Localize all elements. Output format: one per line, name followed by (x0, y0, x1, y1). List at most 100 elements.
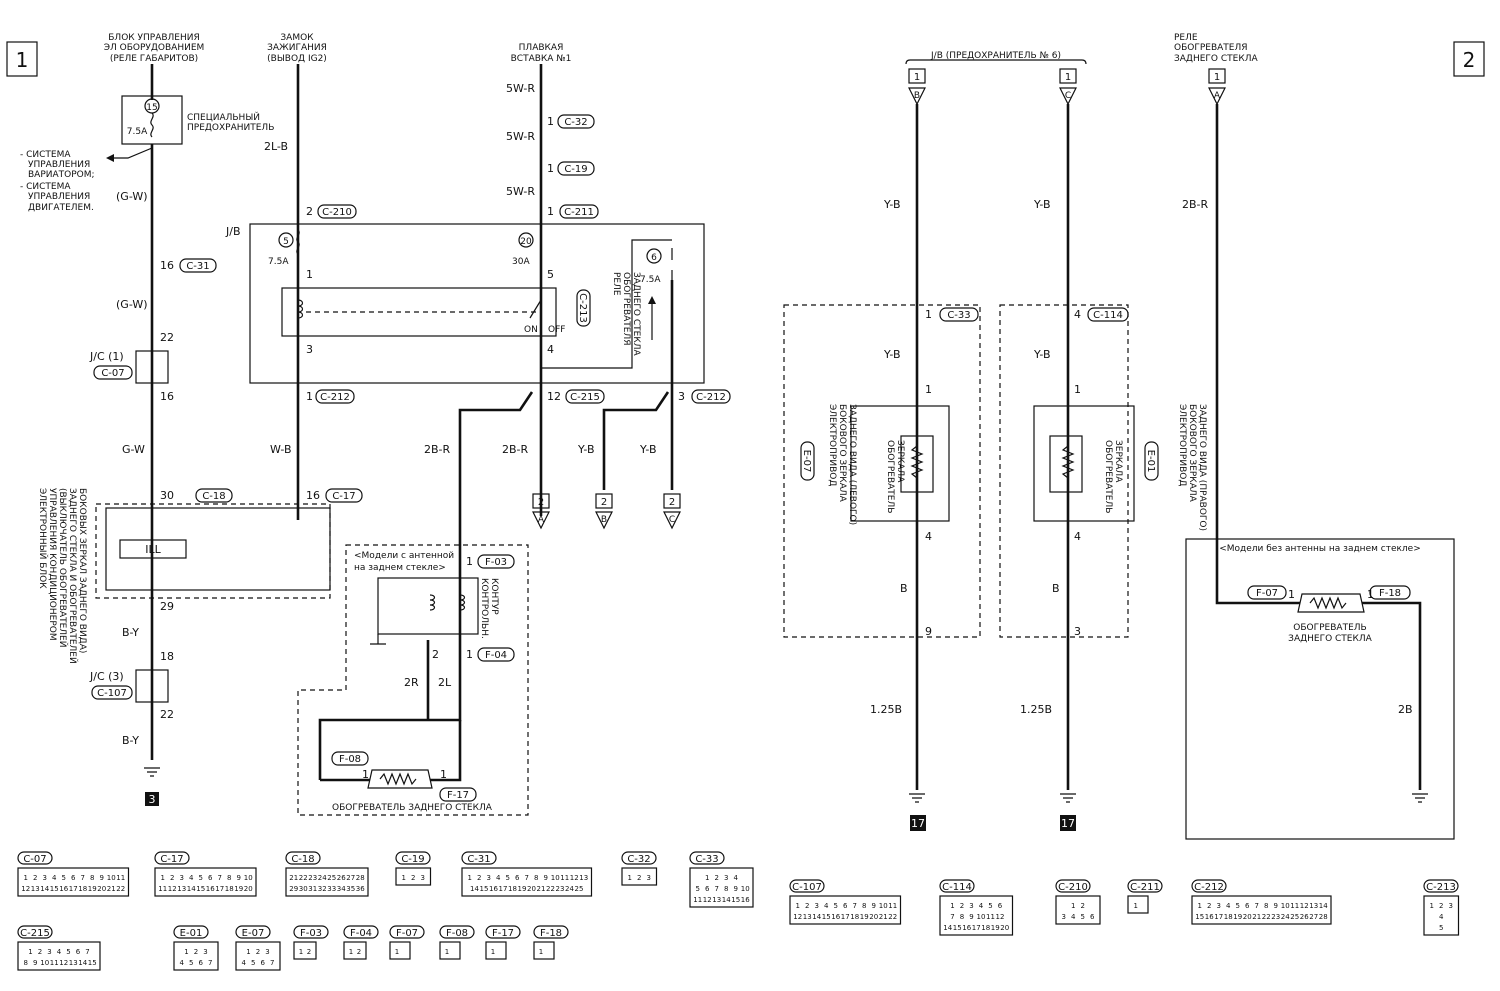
connector-pin: 8 (862, 902, 866, 910)
svg-text:2: 2 (1463, 48, 1476, 72)
connector-pin: 15 (480, 885, 489, 893)
svg-text:1.25B: 1.25B (870, 703, 902, 716)
svg-text:2B: 2B (1398, 703, 1413, 716)
connector-pin: 3 (647, 874, 651, 882)
connector-pin: 17 (499, 885, 508, 893)
connector-pin: 9 (872, 902, 876, 910)
svg-text:Y-B: Y-B (883, 348, 901, 361)
svg-text:C-212: C-212 (320, 392, 350, 403)
connector-pin: 32 (318, 885, 327, 893)
connector-pin: 14 (187, 885, 196, 893)
connector-pin: 19 (1233, 913, 1242, 921)
connector-pin: 11 (888, 902, 897, 910)
connector-pin: 15 (1195, 913, 1204, 921)
connector-pin: 2 (715, 874, 719, 882)
svg-text:F-17: F-17 (492, 928, 514, 939)
connector-pin: 5 (199, 874, 203, 882)
svg-text:J/B (ПРЕДОХРАНИТЕЛЬ № 6): J/B (ПРЕДОХРАНИТЕЛЬ № 6) (930, 51, 1061, 61)
rear-window-heater (1297, 593, 1365, 613)
connector-pin: 21 (107, 885, 116, 893)
svg-text:СПЕЦИАЛЬНЫЙ: СПЕЦИАЛЬНЫЙ (187, 111, 260, 123)
connector-pin: 12 (793, 913, 802, 921)
relay-label: РЕЛЕ ОБОГРЕВАТЕЛЯ ЗАДНЕГО СТЕКЛА (611, 272, 641, 356)
connector-pin: 5 (834, 902, 838, 910)
connector-pin: 2 (256, 948, 260, 956)
svg-text:УПРАВЛЕНИЯ: УПРАВЛЕНИЯ (28, 192, 90, 202)
svg-text:(G-W): (G-W) (116, 298, 148, 311)
connector-pin: 1 (539, 948, 543, 956)
connector-pin: 7 (270, 959, 274, 967)
connector-pin: 34 (337, 885, 346, 893)
svg-text:C-33: C-33 (947, 310, 970, 321)
connector-pin: 13 (579, 874, 588, 882)
svg-text:2L: 2L (438, 676, 452, 689)
svg-text:F-08: F-08 (446, 928, 468, 939)
svg-text:5W-R: 5W-R (506, 130, 535, 143)
svg-text:ЗАДНЕГО ВИДА (ЛЕВОГО): ЗАДНЕГО ВИДА (ЛЕВОГО) (847, 404, 857, 525)
from-page1-a: 1 A (1208, 68, 1226, 106)
svg-text:1: 1 (1065, 72, 1071, 83)
connector-pin: 16 (59, 885, 68, 893)
connector-pin: 18 (850, 913, 859, 921)
relay-top-header: РЕЛЕ ОБОГРЕВАТЕЛЯ ЗАДНЕГО СТЕКЛА (1174, 33, 1258, 64)
svg-text:9: 9 (925, 625, 932, 638)
left-mirror-region (783, 304, 981, 638)
connector-pin: 1 (299, 948, 303, 956)
svg-text:1: 1 (547, 162, 554, 175)
connector-pin: 3 (487, 874, 491, 882)
connector-pin: 21 (879, 913, 888, 921)
svg-text:C-17: C-17 (160, 854, 183, 865)
connector-pin: 20 (1243, 913, 1252, 921)
svg-text:ЗАЖИГАНИЯ: ЗАЖИГАНИЯ (267, 43, 327, 53)
connector-pin: 6 (71, 874, 76, 882)
connector-pin: 12 (168, 885, 177, 893)
svg-text:18: 18 (160, 650, 174, 663)
right-mirror-region (999, 304, 1129, 638)
svg-text:<Модели без антенны на заднем: <Модели без антенны на заднем стекле> (1219, 544, 1421, 554)
connector-pin: 5 (506, 874, 510, 882)
connector-pin: 10 (879, 902, 888, 910)
svg-text:ЗАДНЕГО СТЕКЛА: ЗАДНЕГО СТЕКЛА (1288, 634, 1372, 644)
connector-pin: 17 (69, 885, 78, 893)
svg-text:C-19: C-19 (401, 854, 424, 865)
svg-text:C-213: C-213 (1426, 882, 1456, 893)
connector-pin: 2 (637, 874, 641, 882)
junction-block (249, 223, 705, 384)
connector-pin: 7 (85, 948, 89, 956)
connector-pin: 21 (1252, 913, 1261, 921)
svg-text:OFF: OFF (548, 325, 565, 335)
svg-text:ЗАДНЕГО СТЕКЛА: ЗАДНЕГО СТЕКЛА (1174, 54, 1258, 64)
connector-pin: 1 (950, 902, 954, 910)
svg-text:30: 30 (160, 489, 174, 502)
svg-text:B: B (601, 515, 607, 525)
svg-text:G-W: G-W (122, 443, 145, 456)
svg-text:БОКОВОГО ЗЕРКАЛА: БОКОВОГО ЗЕРКАЛА (837, 404, 847, 503)
connector-pin: 7 (525, 874, 529, 882)
connector-pin: 1 (1071, 902, 1075, 910)
connector-pin: 18 (981, 924, 990, 932)
svg-text:ЗАДНЕГО СТЕКЛА: ЗАДНЕГО СТЕКЛА (631, 272, 641, 356)
svg-text:C-18: C-18 (291, 854, 314, 865)
connector-pin: 13 (69, 959, 78, 967)
svg-text:C-114: C-114 (1093, 310, 1123, 321)
to-page2-b: 2 B (595, 493, 613, 530)
svg-text:1: 1 (547, 115, 554, 128)
connector-pin: 1 (395, 948, 399, 956)
svg-text:F-03: F-03 (300, 928, 322, 939)
svg-text:ОБОГРЕВАТЕЛЬ: ОБОГРЕВАТЕЛЬ (1103, 440, 1113, 513)
connector-pin: 14 (722, 896, 731, 904)
svg-text:22: 22 (160, 331, 174, 344)
svg-text:5W-R: 5W-R (506, 185, 535, 198)
connector-pin: 5 (62, 874, 66, 882)
svg-text:2L-B: 2L-B (264, 140, 288, 153)
connector-pin: 14 (470, 885, 479, 893)
connector-pin: 6 (705, 885, 710, 893)
connector-pin: 2 (477, 874, 481, 882)
connector-pin: 18 (508, 885, 517, 893)
